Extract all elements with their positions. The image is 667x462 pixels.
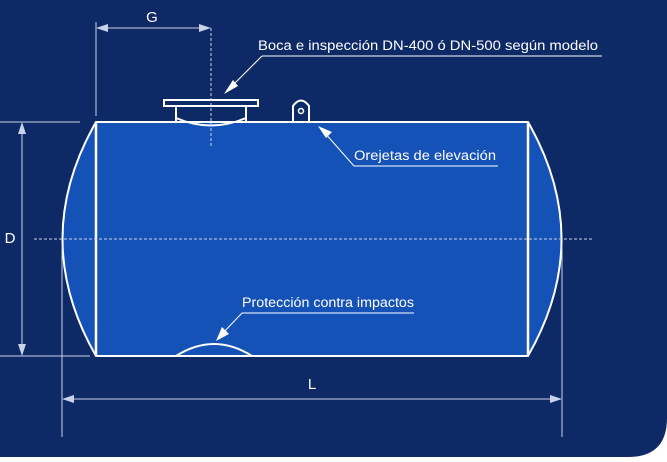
callout-lifting-lugs-text: Orejetas de elevación: [354, 148, 496, 163]
dimension-g: G: [95, 9, 211, 116]
callout-impact-protection-text: Protección contra impactos: [242, 295, 414, 310]
dimension-d: D: [0, 121, 90, 357]
d-label: D: [5, 230, 16, 247]
g-label: G: [146, 9, 158, 26]
callout-impact-protection: Protección contra impactos: [216, 295, 414, 341]
impact-protection-pad: [175, 343, 253, 357]
l-label: L: [308, 376, 316, 393]
callout-lifting-lugs: Orejetas de elevación: [318, 126, 498, 167]
lifting-lug: [292, 99, 310, 122]
dimension-l: L: [61, 245, 563, 437]
callout-manhole-text: Boca e inspección DN-400 ó DN-500 según …: [258, 38, 598, 53]
callout-manhole: Boca e inspección DN-400 ó DN-500 según …: [224, 38, 602, 94]
